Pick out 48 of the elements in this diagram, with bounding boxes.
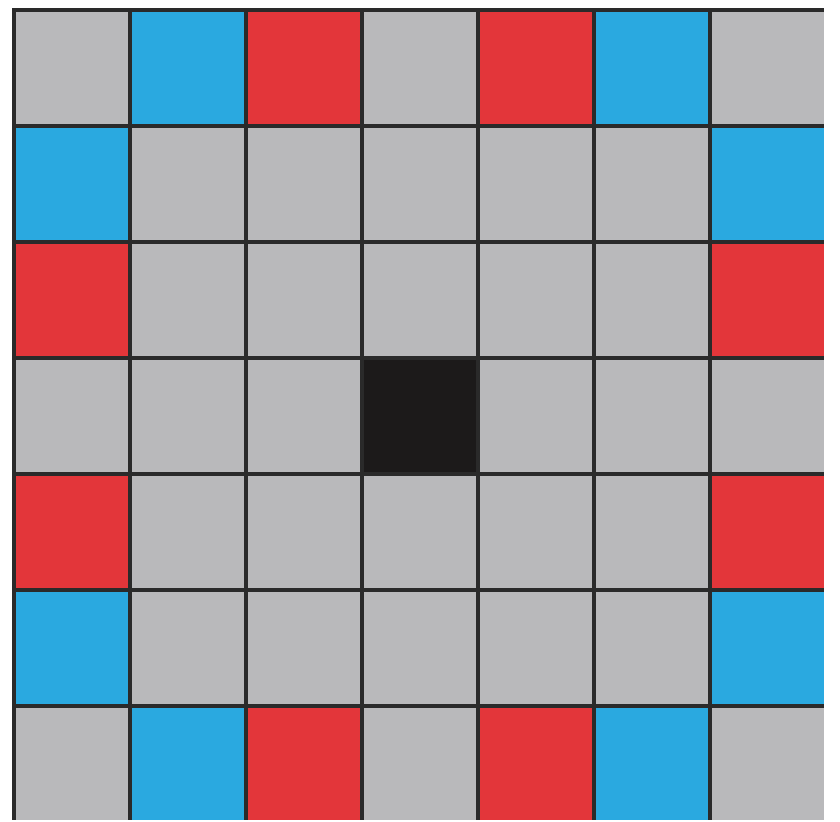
grid-square: [712, 12, 824, 124]
grid-square: [16, 708, 128, 820]
grid-square: [132, 592, 244, 704]
grid-square: [248, 360, 360, 472]
grid-square: [596, 360, 708, 472]
grid-square: [132, 708, 244, 820]
grid-square: [132, 476, 244, 588]
grid-square: [712, 708, 824, 820]
grid-square: [248, 592, 360, 704]
grid-square: [16, 476, 128, 588]
grid-square: [16, 128, 128, 240]
grid-square: [248, 708, 360, 820]
grid-square: [480, 360, 592, 472]
grid-square: [364, 708, 476, 820]
grid-square: [132, 244, 244, 356]
grid-square: [364, 244, 476, 356]
grid-square: [132, 128, 244, 240]
grid-square: [480, 244, 592, 356]
grid-square: [596, 12, 708, 124]
grid-square: [480, 708, 592, 820]
grid-square: [596, 708, 708, 820]
grid-square: [364, 128, 476, 240]
grid-square: [480, 128, 592, 240]
grid-square: [712, 592, 824, 704]
grid-square: [16, 244, 128, 356]
grid-square: [132, 360, 244, 472]
grid-square: [248, 244, 360, 356]
grid-square: [712, 476, 824, 588]
grid-square: [596, 244, 708, 356]
grid-square: [364, 592, 476, 704]
grid-square: [712, 128, 824, 240]
grid-square: [480, 12, 592, 124]
grid-square: [132, 12, 244, 124]
grid-square: [248, 12, 360, 124]
grid-square: [480, 592, 592, 704]
grid-square: [248, 128, 360, 240]
grid-square: [248, 476, 360, 588]
grid-square: [16, 12, 128, 124]
grid-square: [596, 128, 708, 240]
grid-square: [16, 592, 128, 704]
grid-square: [364, 12, 476, 124]
grid-square: [16, 360, 128, 472]
grid-square: [712, 360, 824, 472]
grid-square: [596, 592, 708, 704]
grid-square: [596, 476, 708, 588]
grid-square: [364, 476, 476, 588]
grid-square: [480, 476, 592, 588]
grid-square: [712, 244, 824, 356]
